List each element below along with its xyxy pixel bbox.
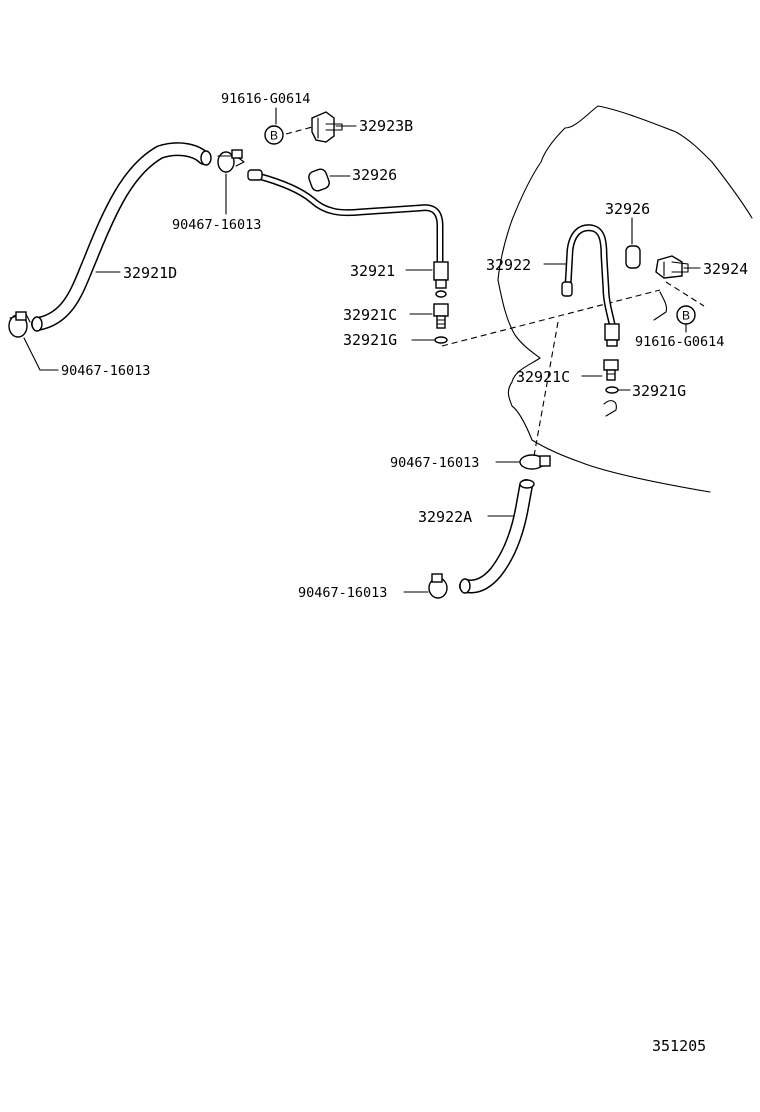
label-91616-top: 91616-G0614 — [221, 91, 310, 107]
mount-mark-right — [653, 291, 668, 321]
label-32922a: 32922A — [418, 508, 472, 526]
clamp-90467-bottom — [428, 573, 448, 599]
label-32924: 32924 — [703, 260, 748, 278]
fitting-32921c-right — [603, 359, 619, 381]
hose-end-left — [31, 316, 43, 332]
bracket-32923b — [311, 111, 343, 143]
pipe-32922-inner — [566, 225, 614, 326]
oring-32921g-left — [434, 336, 448, 344]
grommet-32926-right — [625, 245, 641, 269]
label-90467-mid: 90467-16013 — [390, 455, 479, 471]
pipe-tip-left — [247, 169, 263, 181]
diagram-number: 351205 — [652, 1037, 706, 1055]
label-32923b: 32923B — [359, 117, 413, 135]
oring-32921g-right — [605, 386, 619, 394]
leader-90467-left — [23, 337, 59, 371]
pipe-tip-right — [561, 281, 573, 297]
label-90467-top: 90467-16013 — [172, 217, 261, 233]
fitting-32921 — [433, 261, 449, 298]
fitting-32922 — [604, 323, 620, 347]
svg-text:B: B — [682, 309, 690, 323]
label-32921c-right: 32921C — [516, 368, 570, 386]
label-32921: 32921 — [350, 262, 395, 280]
clamp-90467-top — [217, 149, 245, 173]
b-marker-left: B — [264, 125, 284, 145]
label-32926-left: 32926 — [352, 166, 397, 184]
label-90467-left: 90467-16013 — [61, 363, 150, 379]
label-32922: 32922 — [486, 256, 531, 274]
label-91616-right: 91616-G0614 — [635, 334, 724, 350]
label-32921g-right: 32921G — [632, 382, 686, 400]
hose-end-32922a-bottom — [459, 578, 471, 594]
clamp-90467-left — [8, 311, 31, 338]
dash-b-left — [285, 125, 317, 135]
label-32921d: 32921D — [123, 264, 177, 282]
label-32921c-left: 32921C — [343, 306, 397, 324]
grommet-32926-left — [308, 168, 330, 192]
transmission-housing-outline — [497, 105, 753, 493]
label-32926-right: 32926 — [605, 200, 650, 218]
seat-mark-right — [603, 400, 617, 417]
b-marker-right: B — [676, 305, 696, 325]
hose-32921d-inner — [32, 143, 210, 330]
fitting-32921c-left — [433, 303, 449, 329]
hose-32921d-outer — [31, 142, 211, 331]
dash-b-right — [665, 281, 705, 307]
dash-cross — [441, 289, 661, 347]
clamp-90467-mid — [519, 454, 551, 470]
label-32921g-left: 32921G — [343, 331, 397, 349]
pipe-32921-inner — [256, 174, 442, 264]
hose-end-32922a-top — [519, 479, 535, 489]
bracket-32924 — [655, 255, 689, 279]
hose-32922a-inner — [460, 480, 532, 592]
hose-end-top — [200, 150, 212, 166]
label-90467-bottom: 90467-16013 — [298, 585, 387, 601]
pipe-32921-outer — [254, 172, 444, 266]
dash-vertical — [533, 321, 559, 457]
svg-text:B: B — [270, 129, 278, 143]
